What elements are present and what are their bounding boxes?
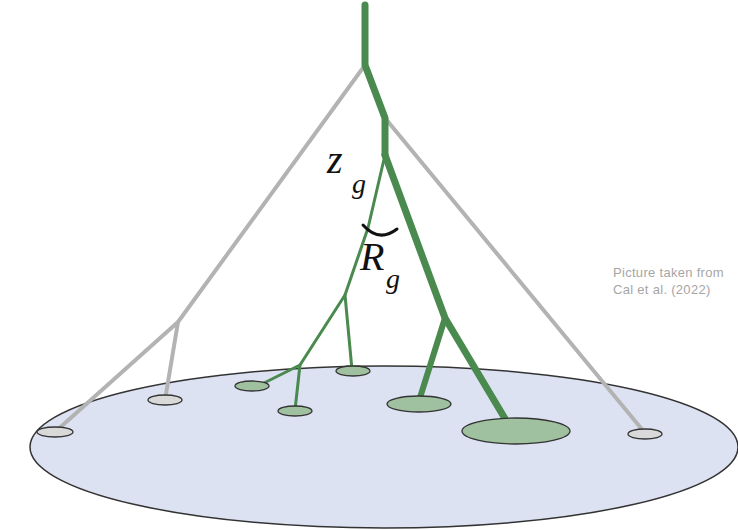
- variable-subscript: g: [386, 265, 400, 293]
- groomed-jet: [258, 5, 513, 432]
- angle-arc: [363, 225, 397, 235]
- particle-hits: [37, 366, 662, 444]
- groomed-branches: [55, 65, 645, 433]
- source-note: Picture taken from Cal et al. (2022): [613, 265, 734, 299]
- detector-plane: [30, 366, 738, 528]
- variable-symbol: R: [360, 237, 384, 277]
- variable-symbol: z: [327, 140, 343, 180]
- variable-subscript: g: [352, 170, 366, 198]
